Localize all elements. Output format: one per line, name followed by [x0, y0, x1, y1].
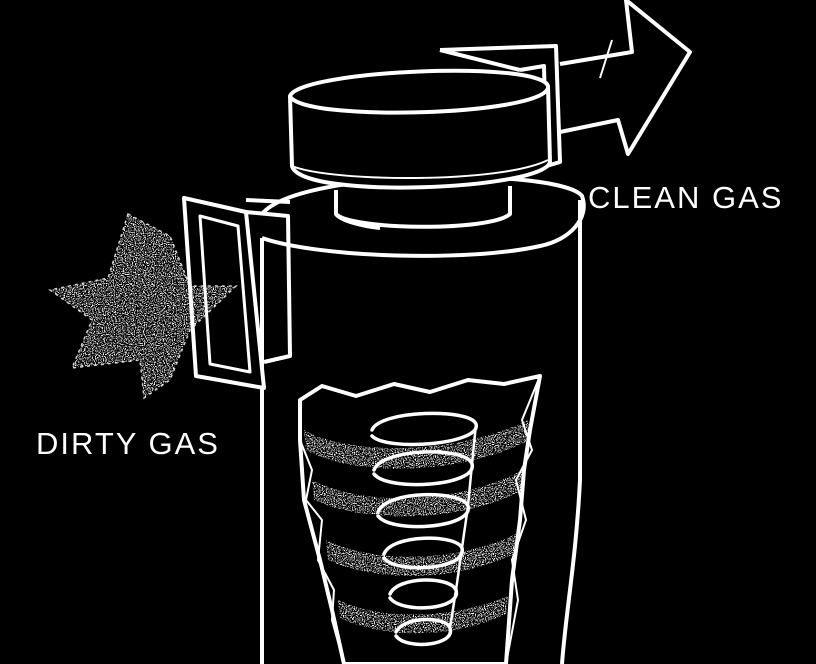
top-cap — [288, 68, 552, 190]
clean-gas-arrow — [559, 0, 692, 156]
vortex-spiral — [370, 411, 478, 647]
clean-gas-label: CLEAN GAS — [588, 180, 784, 215]
dirty-gas-label: DIRTY GAS — [36, 426, 220, 461]
vortex-finder — [334, 186, 512, 230]
dirty-gas-arrow — [48, 212, 238, 400]
